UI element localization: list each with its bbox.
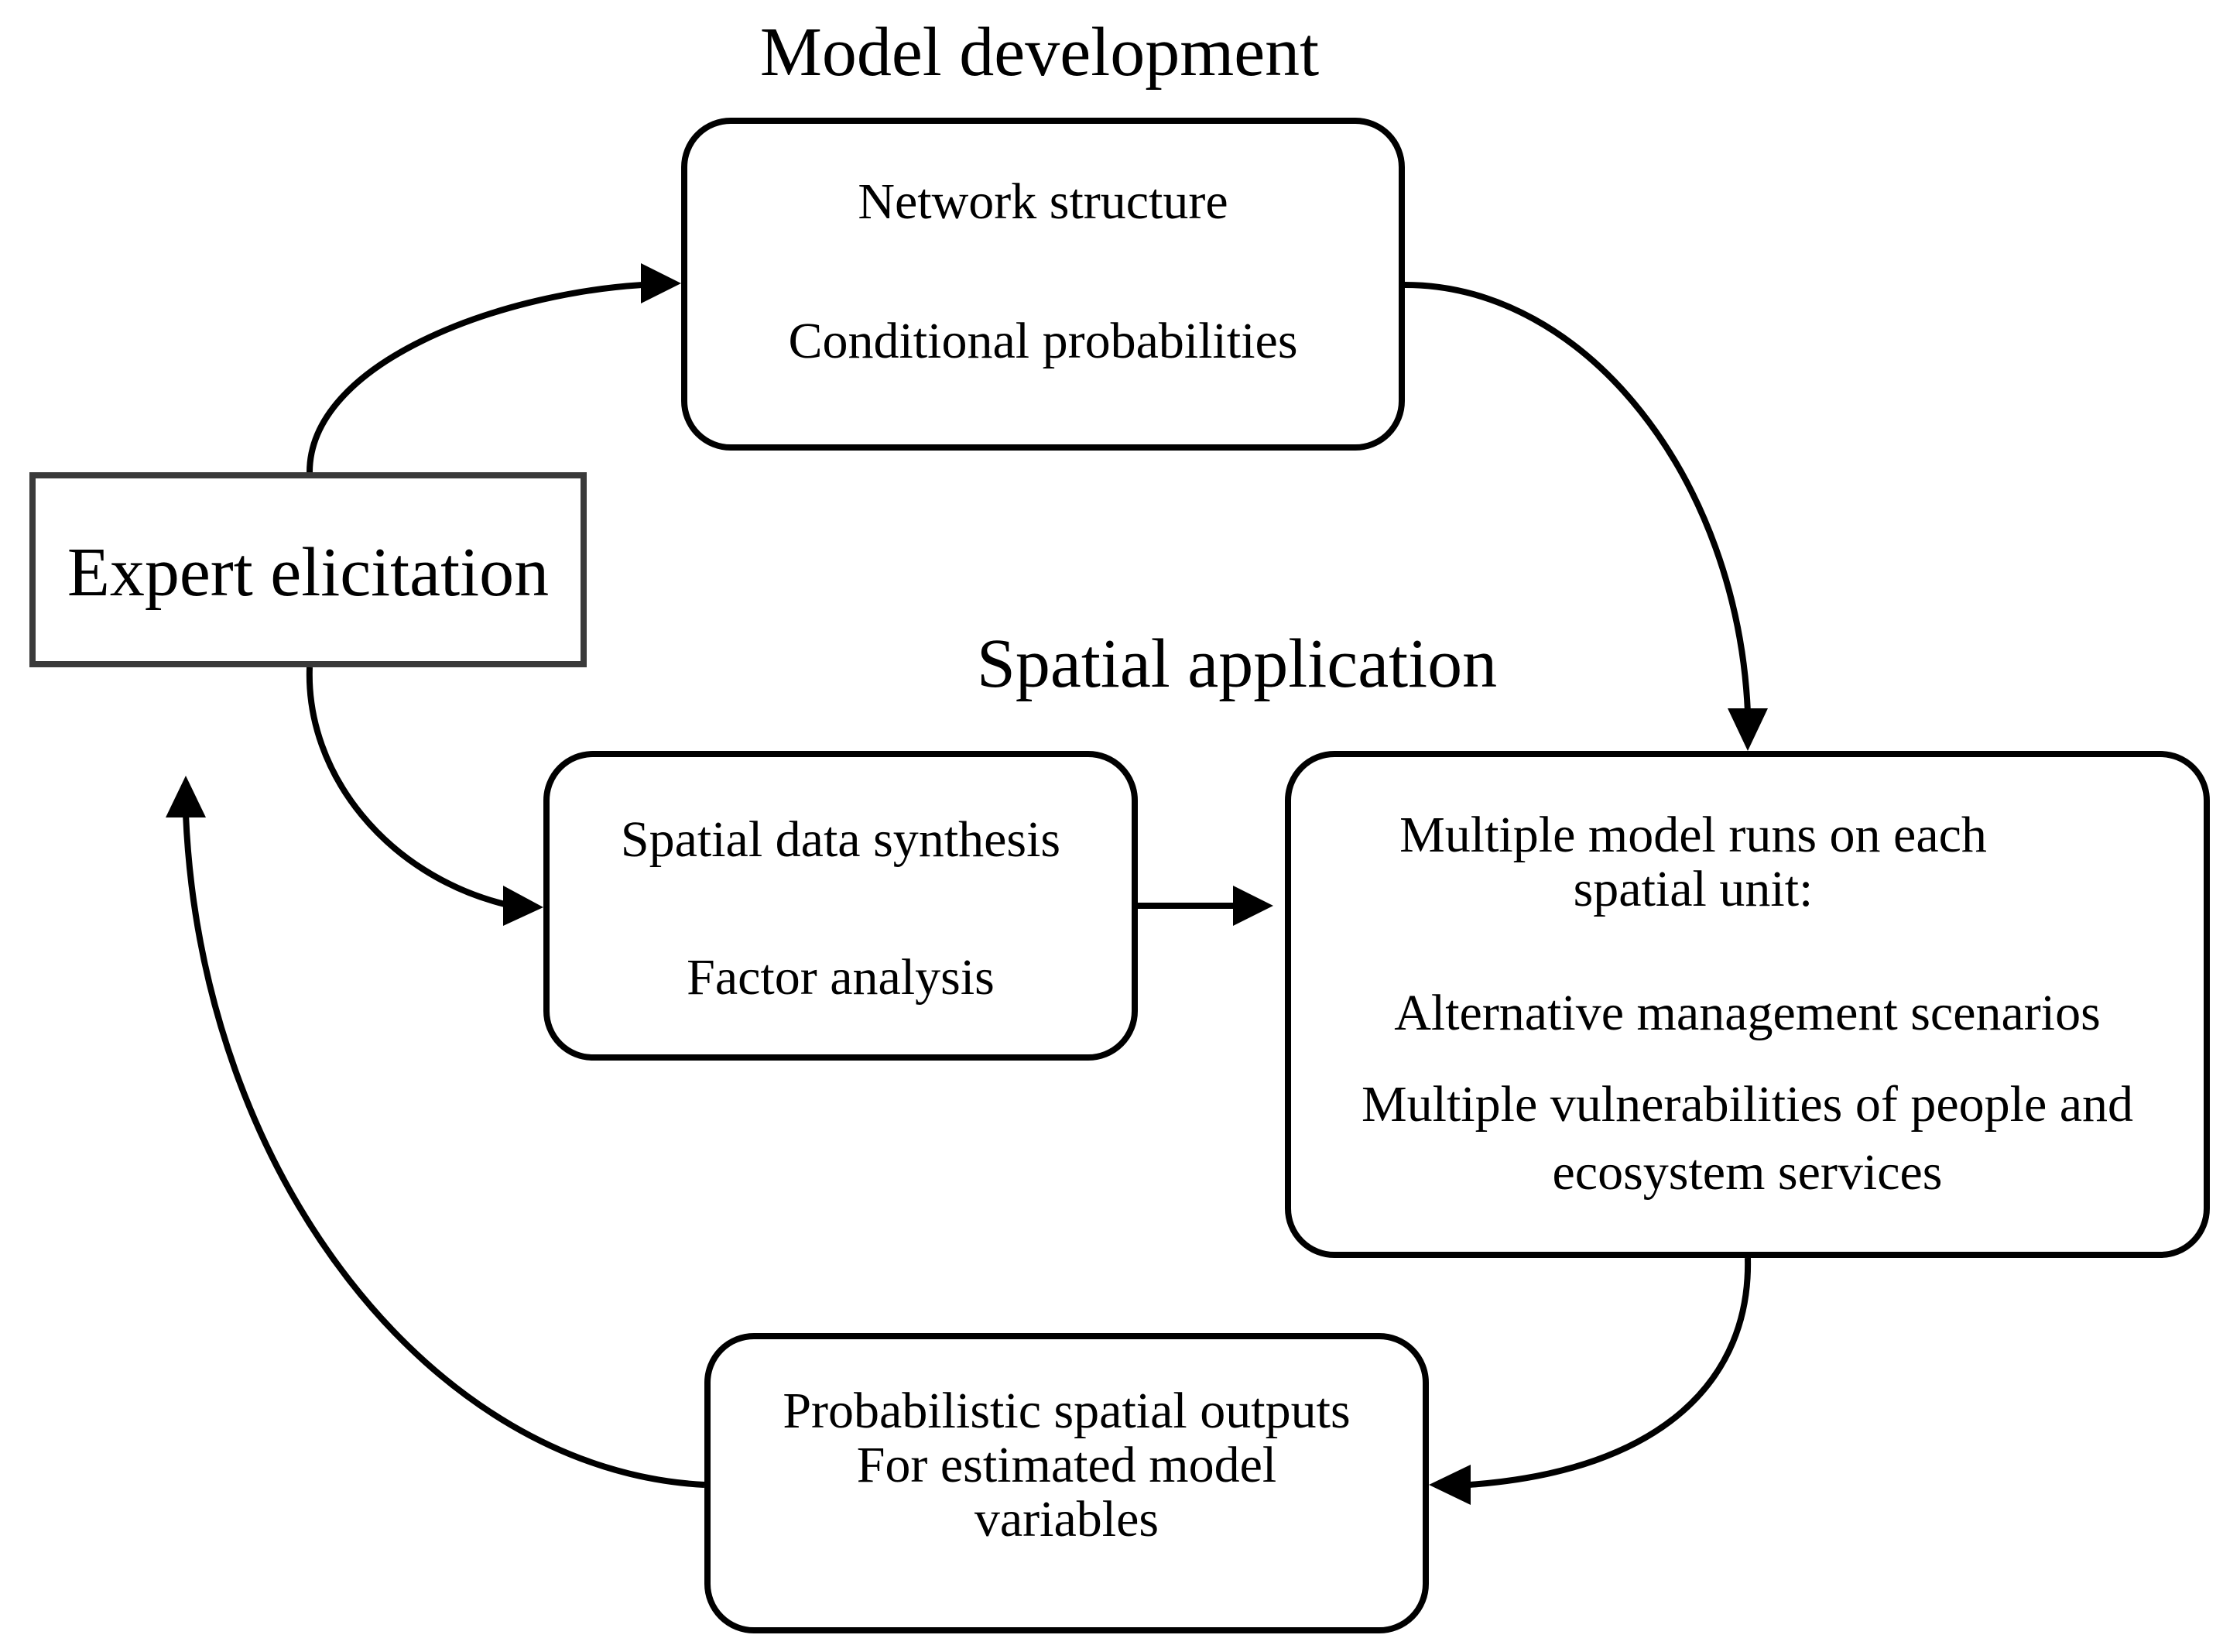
runs-box-line: Multiple vulnerabilities of people and <box>1361 1076 2134 1133</box>
arrow-outputs-to-expert <box>183 814 705 1488</box>
arrowhead <box>1429 1465 1471 1505</box>
runs-box-line: spatial unit: <box>1573 861 1814 917</box>
spatial-data-box: Spatial data synthesis Factor analysis <box>543 751 1138 1061</box>
model-box-line: Network structure <box>858 173 1228 230</box>
arrow-runs-to-outputs <box>1468 1257 1752 1488</box>
runs-box-line: ecosystem services <box>1552 1144 1943 1201</box>
arrow-expert-to-model <box>307 282 643 473</box>
heading-spatial-application: Spatial application <box>976 625 1498 702</box>
outputs-box: Probabilistic spatial outputs For estima… <box>704 1333 1429 1633</box>
heading-model-development: Model development <box>759 14 1320 91</box>
data-box-line: Factor analysis <box>687 949 995 1006</box>
arrowhead <box>641 263 681 303</box>
arrowhead <box>1728 708 1768 751</box>
arrowhead <box>503 886 543 926</box>
outputs-box-line: Probabilistic spatial outputs <box>783 1383 1351 1439</box>
model-box-line: Conditional probabilities <box>788 313 1298 369</box>
arrow-model-to-runs <box>1404 282 1751 713</box>
outputs-box-line: variables <box>974 1491 1159 1547</box>
arrowhead <box>1233 886 1273 926</box>
model-runs-box: Multiple model runs on each spatial unit… <box>1285 751 2210 1258</box>
outputs-box-line: For estimated model <box>856 1437 1277 1493</box>
arrow-expert-to-data <box>306 667 505 907</box>
expert-elicitation-label: Expert elicitation <box>67 534 550 611</box>
runs-box-line: Alternative management scenarios <box>1394 985 2101 1041</box>
model-development-box: Network structure Conditional probabilit… <box>681 118 1405 451</box>
runs-box-line: Multiple model runs on each <box>1399 807 1987 863</box>
data-box-line: Spatial data synthesis <box>620 811 1061 868</box>
expert-elicitation-box: Expert elicitation <box>29 472 587 667</box>
arrowhead <box>166 776 206 817</box>
